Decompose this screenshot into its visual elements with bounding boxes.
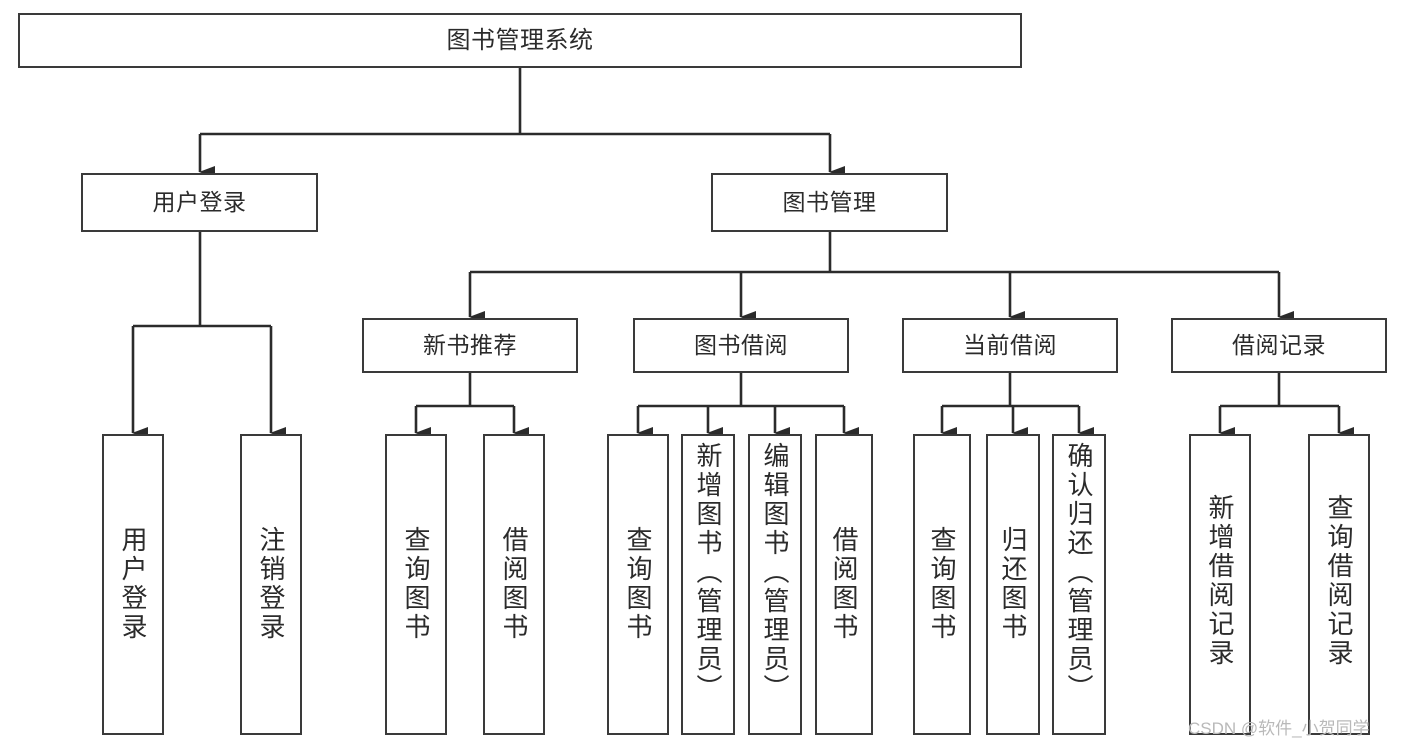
node-borrow-record[interactable]: 借阅记录: [1171, 318, 1387, 373]
node-label: 注销登录: [256, 526, 287, 642]
node-label: 当前借阅: [963, 332, 1057, 358]
node-leaf-edit-book[interactable]: 编辑图书（管理员）: [748, 434, 802, 735]
node-root[interactable]: 图书管理系统: [18, 13, 1022, 68]
node-label: 编辑图书（管理员）: [760, 442, 791, 703]
csdn-watermark: CSDN @软件_小贺同学: [1188, 719, 1370, 738]
node-leaf-return-book[interactable]: 归还图书: [986, 434, 1040, 735]
node-leaf-add-record[interactable]: 新增借阅记录: [1189, 434, 1251, 735]
node-label: 查询图书: [401, 526, 432, 642]
node-label: 借阅图书: [499, 526, 530, 642]
node-label: 借阅图书: [829, 526, 860, 642]
node-label: 图书借阅: [694, 332, 788, 358]
node-leaf-query-book-2[interactable]: 查询图书: [607, 434, 669, 735]
node-label: 图书管理: [782, 189, 877, 215]
node-leaf-query-record[interactable]: 查询借阅记录: [1308, 434, 1370, 735]
node-label: 用户登录: [152, 189, 247, 215]
node-label: 用户登录: [118, 526, 149, 642]
node-label: 新增图书（管理员）: [693, 442, 724, 703]
node-label: 查询借阅记录: [1324, 494, 1355, 668]
node-leaf-borrow-book-1[interactable]: 借阅图书: [483, 434, 545, 735]
node-label: 查询图书: [927, 526, 958, 642]
node-leaf-user-login[interactable]: 用户登录: [102, 434, 164, 735]
node-leaf-confirm-return[interactable]: 确认归还（管理员）: [1052, 434, 1106, 735]
node-label: 归还图书: [998, 526, 1029, 642]
node-current-borrow[interactable]: 当前借阅: [902, 318, 1118, 373]
node-label: 新书推荐: [423, 332, 517, 358]
node-leaf-query-book-3[interactable]: 查询图书: [913, 434, 971, 735]
node-user-login[interactable]: 用户登录: [81, 173, 318, 232]
node-label: 确认归还（管理员）: [1064, 442, 1095, 703]
node-book-borrow[interactable]: 图书借阅: [633, 318, 849, 373]
node-label: 查询图书: [623, 526, 654, 642]
node-label: 图书管理系统: [446, 26, 594, 54]
node-label: 新增借阅记录: [1205, 494, 1236, 668]
node-book-manage[interactable]: 图书管理: [711, 173, 948, 232]
node-label: 借阅记录: [1232, 332, 1326, 358]
node-leaf-query-book-1[interactable]: 查询图书: [385, 434, 447, 735]
node-leaf-borrow-book-2[interactable]: 借阅图书: [815, 434, 873, 735]
node-leaf-user-logout[interactable]: 注销登录: [240, 434, 302, 735]
node-new-book-rec[interactable]: 新书推荐: [362, 318, 578, 373]
node-leaf-add-book[interactable]: 新增图书（管理员）: [681, 434, 735, 735]
